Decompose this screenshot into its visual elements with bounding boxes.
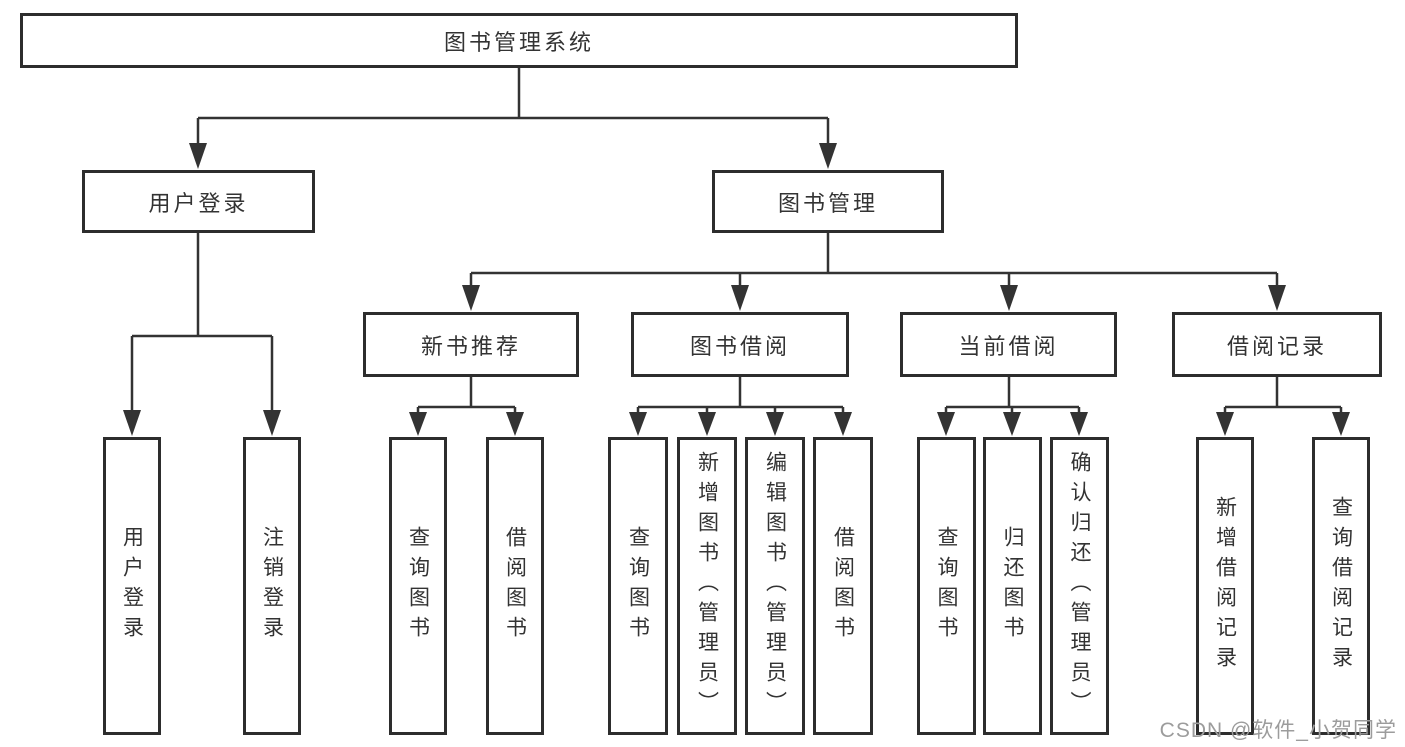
node-current-borrowing-label: 当前借阅 [958,333,1059,359]
arrowhead [766,412,784,436]
arrowhead [1216,412,1234,436]
connector-current-borrow-to-children [944,377,1081,415]
leaf-query-books-current-label: 查询图书 [935,526,958,646]
connector-new-book-to-children [416,377,517,415]
leaf-borrow-books-recommend-label: 借阅图书 [503,526,527,646]
arrowhead [462,285,480,311]
arrowhead [1003,412,1021,436]
arrowhead [834,412,852,436]
leaf-query-borrow-record: 查询借阅记录 [1312,437,1370,735]
connector-book-borrow-to-children [636,377,845,415]
node-current-borrowing: 当前借阅 [900,312,1117,377]
leaf-query-books-borrowing-label: 查询图书 [626,526,650,646]
leaf-query-books-recommend-label: 查询图书 [406,526,430,646]
arrowhead [1000,285,1018,311]
arrowhead [123,410,141,436]
arrowhead [1332,412,1350,436]
arrowhead [1070,412,1088,436]
leaf-confirm-return-admin: 确认归还（管理员） [1050,437,1109,735]
node-book-borrowing-label: 图书借阅 [689,333,790,359]
node-new-book-recommend-label: 新书推荐 [420,333,521,359]
leaf-logout-label: 注销登录 [260,526,284,646]
leaf-add-book-admin-label: 新增图书（管理员） [695,451,719,721]
leaf-logout: 注销登录 [243,437,301,735]
leaf-borrow-books-borrowing: 借阅图书 [813,437,873,735]
watermark: CSDN @软件_小贺同学 [1159,719,1397,742]
arrowhead [263,410,281,436]
node-user-login: 用户登录 [82,170,315,233]
node-root-label: 图书管理系统 [443,29,594,55]
leaf-user-login: 用户登录 [103,437,161,735]
leaf-confirm-return-admin-label: 确认归还（管理员） [1068,451,1091,721]
node-book-management: 图书管理 [712,170,944,233]
connector-user-login-to-children [130,233,274,414]
node-book-management-label: 图书管理 [777,190,878,216]
connector-borrow-record-to-children [1223,377,1343,415]
leaf-add-borrow-record-label: 新增借阅记录 [1213,496,1237,676]
arrowhead [409,412,427,436]
connector-root-to-level2 [196,68,830,147]
leaf-return-books-label: 归还图书 [1001,526,1024,646]
connector-book-mgmt-to-level3 [469,233,1279,290]
arrowhead [937,412,955,436]
arrowhead [189,143,207,169]
leaf-borrow-books-borrowing-label: 借阅图书 [831,526,855,646]
leaf-query-books-recommend: 查询图书 [389,437,447,735]
arrowhead [819,143,837,169]
leaf-edit-book-admin-label: 编辑图书（管理员） [763,451,787,721]
leaf-query-books-borrowing: 查询图书 [608,437,668,735]
arrowhead [698,412,716,436]
arrowhead [1268,285,1286,311]
leaf-add-book-admin: 新增图书（管理员） [677,437,737,735]
arrowhead [731,285,749,311]
arrowhead [506,412,524,436]
leaf-query-borrow-record-label: 查询借阅记录 [1329,496,1353,676]
leaf-return-books: 归还图书 [983,437,1042,735]
leaf-query-books-current: 查询图书 [917,437,976,735]
leaf-user-login-label: 用户登录 [120,526,144,646]
leaf-borrow-books-recommend: 借阅图书 [486,437,544,735]
node-book-borrowing: 图书借阅 [631,312,849,377]
arrowhead [629,412,647,436]
node-new-book-recommend: 新书推荐 [363,312,579,377]
node-borrowing-records-label: 借阅记录 [1226,333,1327,359]
leaf-add-borrow-record: 新增借阅记录 [1196,437,1254,735]
node-user-login-label: 用户登录 [148,190,249,216]
node-root: 图书管理系统 [20,13,1018,68]
node-borrowing-records: 借阅记录 [1172,312,1382,377]
leaf-edit-book-admin: 编辑图书（管理员） [745,437,805,735]
